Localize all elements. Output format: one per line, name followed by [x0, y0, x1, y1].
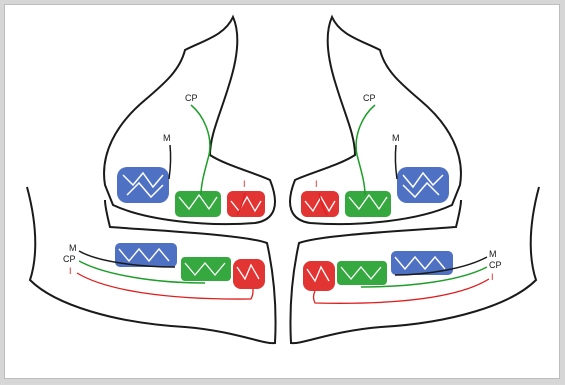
upper-right-cp-pathway	[356, 105, 375, 195]
upper-left-cp-pathway	[191, 105, 210, 195]
lower-left-incisor-block	[233, 259, 265, 289]
jaw-diagram: CP M I CP M I M CP I M CP I	[5, 5, 561, 380]
lower-right-incisor-block	[303, 261, 335, 291]
upper-left-i-label: I	[243, 179, 246, 189]
lower-left-m-label: M	[69, 243, 77, 253]
figure-panel: CP M I CP M I M CP I M CP I	[4, 4, 560, 379]
upper-right-i-label: I	[315, 179, 318, 189]
lower-left-premolar-block	[181, 257, 231, 281]
lower-right-m-label: M	[489, 249, 497, 259]
upper-right-m-pathway	[395, 145, 397, 179]
upper-left-premolar-block	[175, 191, 221, 217]
upper-right-m-label: M	[392, 133, 400, 143]
upper-left-m-pathway	[169, 145, 171, 179]
lower-right-i-label: I	[491, 272, 494, 282]
upper-right-premolar-block	[345, 191, 391, 217]
upper-right-cp-label: CP	[363, 93, 376, 103]
lower-left-cp-label: CP	[63, 254, 76, 264]
lower-right-premolar-block	[337, 261, 387, 285]
upper-left-cp-label: CP	[185, 93, 198, 103]
upper-left-m-label: M	[163, 133, 171, 143]
lower-left-i-label: I	[69, 266, 72, 276]
lower-right-cp-label: CP	[489, 260, 502, 270]
